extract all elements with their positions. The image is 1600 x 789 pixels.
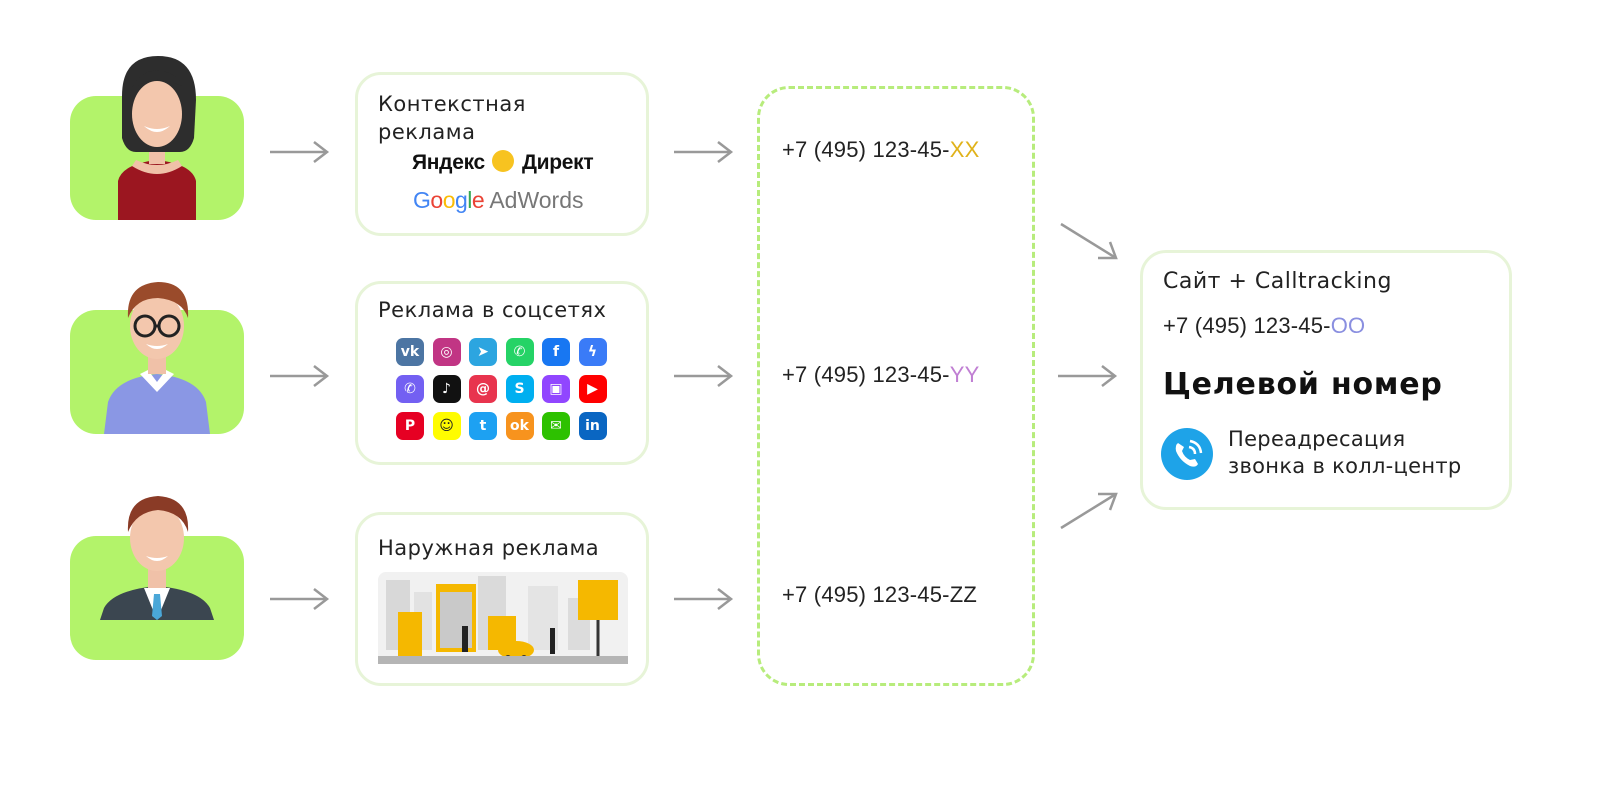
target-phone: +7 (495) 123-45-OO (1163, 313, 1365, 339)
tracking-number-3: +7 (495) 123-45-ZZ (782, 582, 977, 608)
arrow-number1-to-target (1060, 222, 1118, 260)
arrow-contextual-to-number (674, 141, 734, 163)
mail-icon: @ (469, 375, 497, 403)
social-ad-title: Реклама в соцсетях (378, 298, 607, 322)
skype-icon: S (505, 375, 534, 403)
target-phone-suffix: OO (1330, 313, 1366, 338)
call-forward-icon (1161, 428, 1213, 480)
redirect-line-1: Переадресация (1228, 427, 1406, 451)
target-number-heading: Целевой номер (1163, 367, 1443, 402)
yandex-label: Яндекс (412, 151, 485, 174)
google-label: Google (413, 187, 485, 213)
messenger-icon: ϟ (578, 338, 607, 366)
vk-icon: vk (396, 338, 424, 366)
avatar-woman (70, 56, 244, 220)
target-phone-prefix: +7 (495) 123-45- (1163, 313, 1331, 338)
twitch-icon: ▣ (542, 375, 570, 403)
contextual-ad-title: Контекстная реклама (378, 92, 526, 144)
tiktok-icon: ♪ (432, 375, 461, 403)
tracking-number-2-prefix: +7 (495) 123-45- (782, 362, 950, 387)
redirect-line-2: звонка в колл-центр (1228, 454, 1462, 478)
yandex-direct-icon (492, 150, 515, 172)
youtube-icon: ▶ (578, 375, 607, 403)
city-billboard-image (378, 572, 628, 664)
direct-label: Директ (522, 151, 594, 174)
avatar-man-suit (70, 496, 244, 660)
telegram-icon: ➤ (469, 338, 497, 366)
tracking-number-1: +7 (495) 123-45-XX (782, 137, 979, 163)
tracking-number-1-prefix: +7 (495) 123-45- (782, 137, 950, 162)
tracking-number-3-prefix: +7 (495) 123-45- (782, 582, 950, 607)
yandex-direct-logo: Яндекс Директ (412, 150, 594, 175)
tracking-number-2: +7 (495) 123-45-YY (782, 362, 979, 388)
linkedin-icon: in (578, 412, 607, 440)
whatsapp-icon: ✆ (505, 338, 534, 366)
arrow-avatar2-to-social (270, 365, 330, 387)
viber-icon: ✆ (396, 375, 424, 403)
woman-icon (118, 56, 196, 220)
arrow-social-to-number (674, 365, 734, 387)
arrow-outdoor-to-number (674, 588, 734, 610)
wechat-icon: ✉ (542, 412, 570, 440)
avatar-man-glasses (70, 282, 244, 434)
man-glasses-icon (104, 282, 210, 434)
facebook-icon: f (542, 338, 570, 366)
twitter-icon: t (469, 412, 497, 440)
odnoklassniki-icon: ok (505, 412, 534, 440)
arrow-number2-to-target (1058, 365, 1118, 387)
man-suit-icon (100, 496, 214, 620)
pinterest-icon: P (396, 412, 424, 440)
tracking-number-1-suffix: XX (949, 137, 980, 162)
instagram-icon: ◎ (432, 338, 461, 366)
arrow-avatar1-to-contextual (270, 141, 330, 163)
arrow-avatar3-to-outdoor (270, 588, 330, 610)
redirect-text: Переадресация звонка в колл-центр (1228, 426, 1462, 480)
tracking-number-3-suffix: ZZ (949, 582, 977, 607)
arrow-number3-to-target (1060, 492, 1118, 530)
snapchat-icon: ☺ (432, 412, 461, 440)
google-adwords-logo: Google AdWords (413, 187, 584, 214)
adwords-label: AdWords (489, 187, 584, 213)
tracking-number-2-suffix: YY (949, 362, 980, 387)
target-card-title: Сайт + Calltracking (1163, 269, 1392, 294)
tracking-numbers-group (757, 86, 1035, 686)
outdoor-ad-title: Наружная реклама (378, 536, 600, 560)
